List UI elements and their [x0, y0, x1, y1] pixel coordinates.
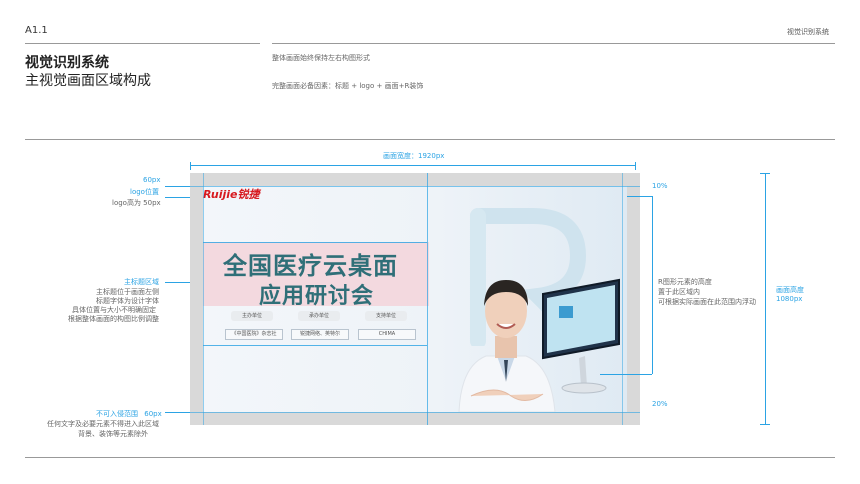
brand-logo: Ruijie锐捷 — [203, 188, 260, 201]
width-line — [190, 165, 636, 166]
bottom-percent-label: 20% — [652, 400, 668, 408]
org-label-host: 主办单位 — [231, 311, 273, 321]
footer-divider — [25, 457, 835, 458]
poster-headline-1: 全国医疗云桌面 — [223, 252, 398, 280]
org-value-organizer: 锐捷网络、英特尔 — [291, 329, 349, 340]
header-divider-left — [25, 43, 260, 44]
center-guide — [427, 173, 428, 425]
section-name: 视觉识别系统 — [787, 28, 829, 36]
header-divider-right — [272, 43, 835, 44]
title-zone-line — [165, 282, 203, 283]
org-value-support: CHIMA — [358, 329, 416, 340]
r-desc-1: R图形元素的高度 — [658, 278, 712, 286]
org-value-host: 《中国医院》杂志社 — [225, 329, 283, 340]
layout-note: 整体画面始终保持左右构图形式 — [272, 54, 370, 62]
width-tick-left — [190, 162, 191, 170]
section-divider — [25, 139, 835, 140]
org-label-organizer: 承办单位 — [298, 311, 340, 321]
page-code: A1.1 — [25, 25, 48, 36]
r-desc-3: 可根据实际画面在此范围内浮动 — [658, 298, 756, 306]
title-zone-label: 主标题区域 — [124, 278, 159, 286]
margin-60-label: 60px — [143, 176, 161, 184]
page-title: 视觉识别系统 — [25, 55, 109, 71]
title-zone-top — [203, 242, 427, 243]
doctor-illustration — [458, 280, 556, 412]
forbidden-zone-text: 不可入侵范围 — [96, 410, 138, 418]
org-label-support: 支持单位 — [365, 311, 407, 321]
top-percent-line — [627, 196, 652, 197]
left-safe-guide — [203, 173, 204, 425]
poster-artwork: Ruijie锐捷 全国医疗云桌面 应用研讨会 主办单位 承办单位 支持单位 《中… — [203, 186, 627, 412]
logo-height-label: logo高为 50px — [112, 199, 161, 207]
forbidden-zone-px: 60px — [144, 410, 162, 418]
height-line — [765, 173, 766, 425]
logo-guide-top — [165, 186, 640, 187]
bottom-percent-line — [600, 374, 652, 375]
height-tick-top — [760, 173, 770, 174]
title-desc-1: 主标题位于画面左侧 — [96, 288, 159, 296]
title-desc-2: 标题字体为设计字体 — [96, 297, 159, 305]
height-label: 画面高度 — [776, 286, 804, 294]
forbidden-line — [165, 412, 200, 413]
title-band — [203, 242, 429, 306]
poster-headline-2: 应用研讨会 — [259, 284, 375, 309]
height-value: 1080px — [776, 295, 803, 303]
title-desc-4: 根据整体画面的构图比例调整 — [68, 315, 159, 323]
width-label: 画面宽度：1920px — [383, 152, 445, 160]
logo-position-label: logo位置 — [130, 188, 159, 196]
right-safe-guide — [622, 173, 623, 425]
width-tick-right — [635, 162, 636, 170]
top-percent-label: 10% — [652, 182, 668, 190]
logo-bottom-line — [165, 197, 195, 198]
page-subtitle: 主视觉画面区域构成 — [25, 73, 151, 89]
monitor-illustration — [542, 278, 620, 394]
r-range-line — [652, 196, 653, 374]
forbidden-zone-label: 不可入侵范围 60px — [96, 410, 162, 419]
bottom-guide — [190, 412, 640, 413]
title-zone-bottom — [203, 345, 427, 346]
forbidden-desc-1: 任何文字及必要元素不得进入此区域 — [47, 420, 159, 428]
height-tick-bottom — [760, 424, 770, 425]
elements-note: 完整画面必备因素：标题 + logo + 画面+R装饰 — [272, 82, 424, 90]
forbidden-desc-2: 背景、装饰等元素除外 — [78, 430, 148, 438]
title-desc-3: 具体位置与大小不明确固定 — [72, 306, 156, 314]
r-desc-2: 置于此区域内 — [658, 288, 700, 296]
